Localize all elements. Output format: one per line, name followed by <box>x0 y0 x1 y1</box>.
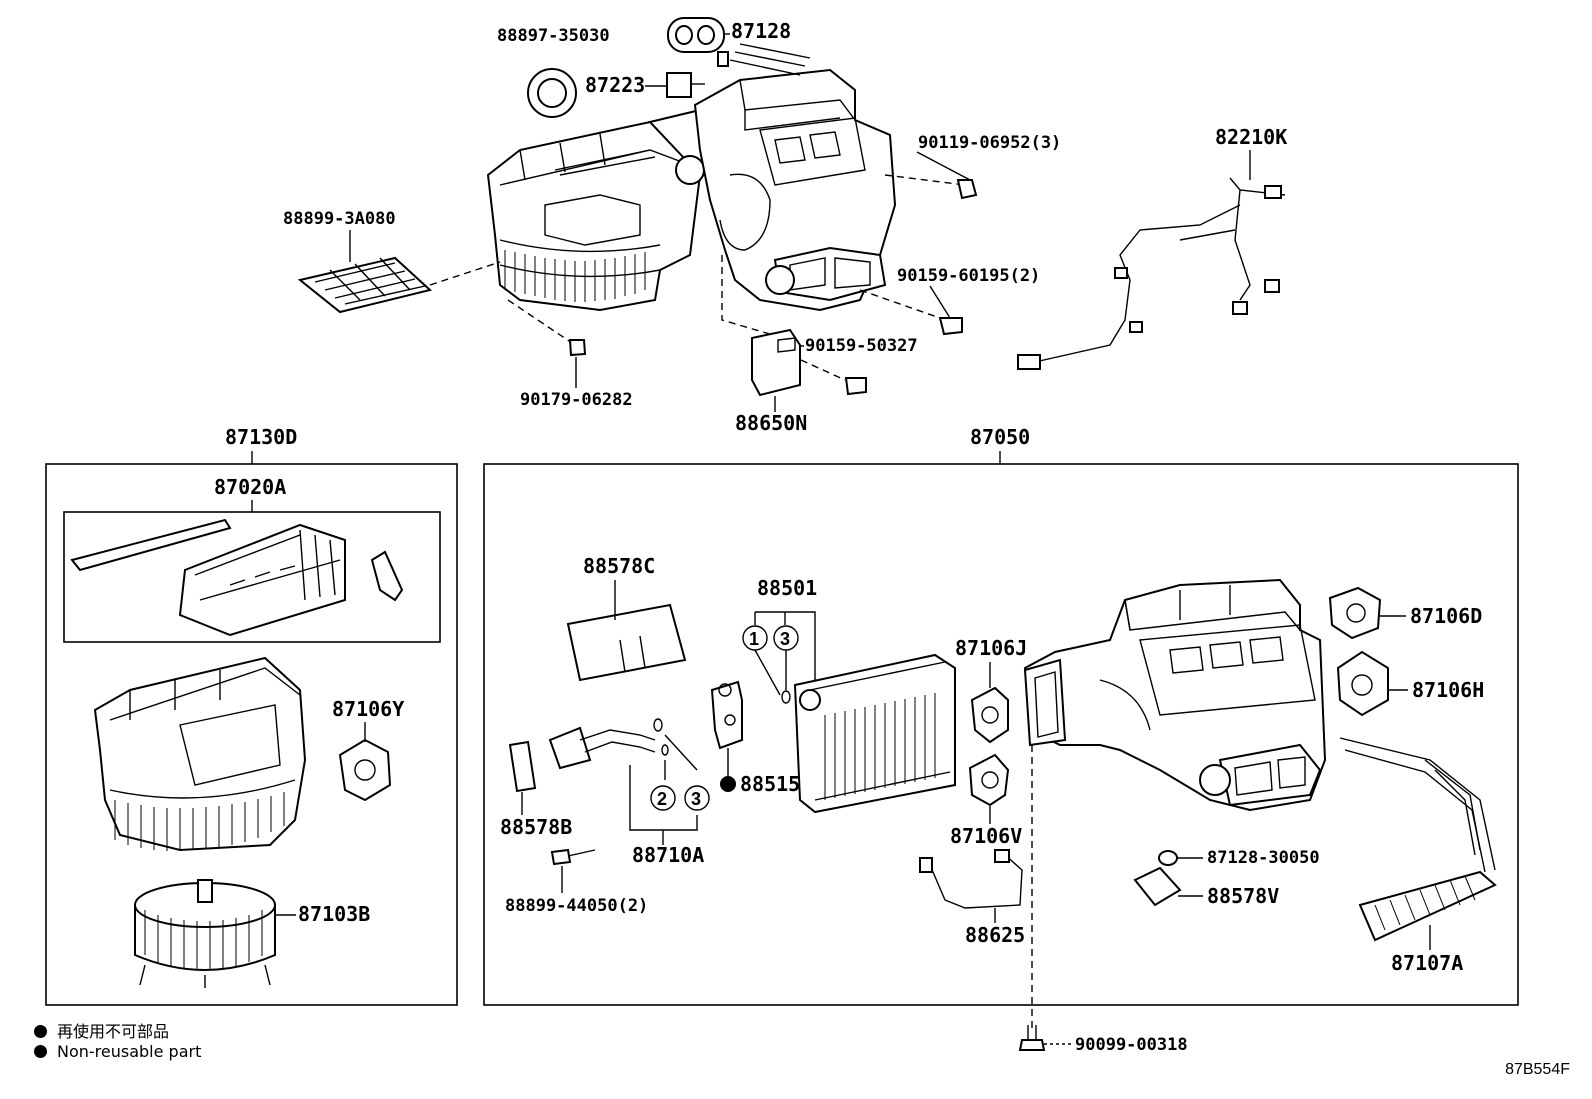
label-90119-06952: 90119-06952(3) <box>918 133 1061 153</box>
circled-number-1: 1 <box>749 629 759 649</box>
heater-case-illustration <box>1023 578 1327 812</box>
bolt-90099-00318-illustration <box>1018 1025 1046 1051</box>
label-88501: 88501 <box>757 576 817 600</box>
group-box-87050 <box>483 463 1519 1006</box>
label-88625: 88625 <box>965 923 1025 947</box>
pad-88578V-illustration <box>1133 866 1182 907</box>
label-87106J: 87106J <box>955 636 1027 660</box>
damper-motor-87106J-illustration <box>970 686 1009 744</box>
blower-case-upper-illustration <box>70 518 404 637</box>
label-82210K: 82210K <box>1215 125 1287 149</box>
label-90179-06282: 90179-06282 <box>520 390 633 410</box>
legend-en: Non-reusable part <box>34 1042 201 1061</box>
label-88899-3A080: 88899-3A080 <box>283 209 396 229</box>
expansion-valve-88515-illustration <box>710 680 743 750</box>
bullet-dot-icon <box>34 1025 47 1038</box>
label-90099-00318: 90099-00318 <box>1075 1035 1188 1055</box>
label-87106H: 87106H <box>1412 678 1484 702</box>
label-88578B: 88578B <box>500 815 572 839</box>
legend-jp: 再使用不可部品 <box>34 1018 169 1042</box>
circled-number-3-lower: 3 <box>691 789 701 809</box>
heater-core-illustration <box>1339 737 1497 942</box>
label-87106Y: 87106Y <box>332 697 404 721</box>
group-box-87130D <box>45 463 458 1006</box>
blower-motor-87103B-illustration <box>134 879 276 988</box>
bullet-dot-icon <box>34 1045 47 1058</box>
damper-motor-87106Y-illustration <box>338 738 392 802</box>
label-88650N: 88650N <box>735 411 807 435</box>
legend-en-text: Non-reusable part <box>57 1042 202 1061</box>
bolt-88899-44050-illustration <box>550 848 572 866</box>
label-87106V: 87106V <box>950 824 1022 848</box>
diagram-reference-code: 87B554F <box>1505 1061 1570 1078</box>
label-88710A: 88710A <box>632 843 704 867</box>
label-88578V: 88578V <box>1207 884 1279 908</box>
label-87128-30050: 87128-30050 <box>1207 848 1320 868</box>
damper-motor-87106D-illustration <box>1328 586 1382 640</box>
label-87020A: 87020A <box>214 475 286 499</box>
blower-case-lower-illustration <box>93 656 307 852</box>
insulator-88578C-illustration <box>566 603 687 682</box>
label-87107A: 87107A <box>1391 951 1463 975</box>
circled-number-3-upper: 3 <box>780 629 790 649</box>
label-87223: 87223 <box>585 73 645 97</box>
label-87130D: 87130D <box>225 425 297 449</box>
pad-88578B-illustration <box>508 740 537 793</box>
tube-88710A-illustration <box>548 718 669 770</box>
label-87128: 87128 <box>731 19 791 43</box>
label-90159-50327: 90159-50327 <box>805 336 918 356</box>
group-box-87020A <box>63 511 441 643</box>
label-87050: 87050 <box>970 425 1030 449</box>
sensor-88625-illustration <box>919 849 1023 909</box>
damper-motor-87106H-illustration <box>1336 650 1389 717</box>
legend-jp-text: 再使用不可部品 <box>57 1022 170 1041</box>
circled-number-2: 2 <box>657 789 667 809</box>
label-88578C: 88578C <box>583 554 655 578</box>
label-88899-44050: 88899-44050(2) <box>505 896 648 916</box>
seal-87128-30050-illustration <box>1158 850 1178 866</box>
label-87106D: 87106D <box>1410 604 1482 628</box>
label-87103B: 87103B <box>298 902 370 926</box>
label-88515: 88515 <box>740 772 800 796</box>
damper-motor-87106V-illustration <box>968 753 1010 807</box>
evaporator-illustration <box>793 653 956 814</box>
top-hvac-unit-illustration <box>297 17 1286 397</box>
label-90159-60195: 90159-60195(2) <box>897 266 1040 286</box>
non-reusable-dot-88515 <box>720 776 736 792</box>
label-88897-35030: 88897-35030 <box>497 26 610 46</box>
